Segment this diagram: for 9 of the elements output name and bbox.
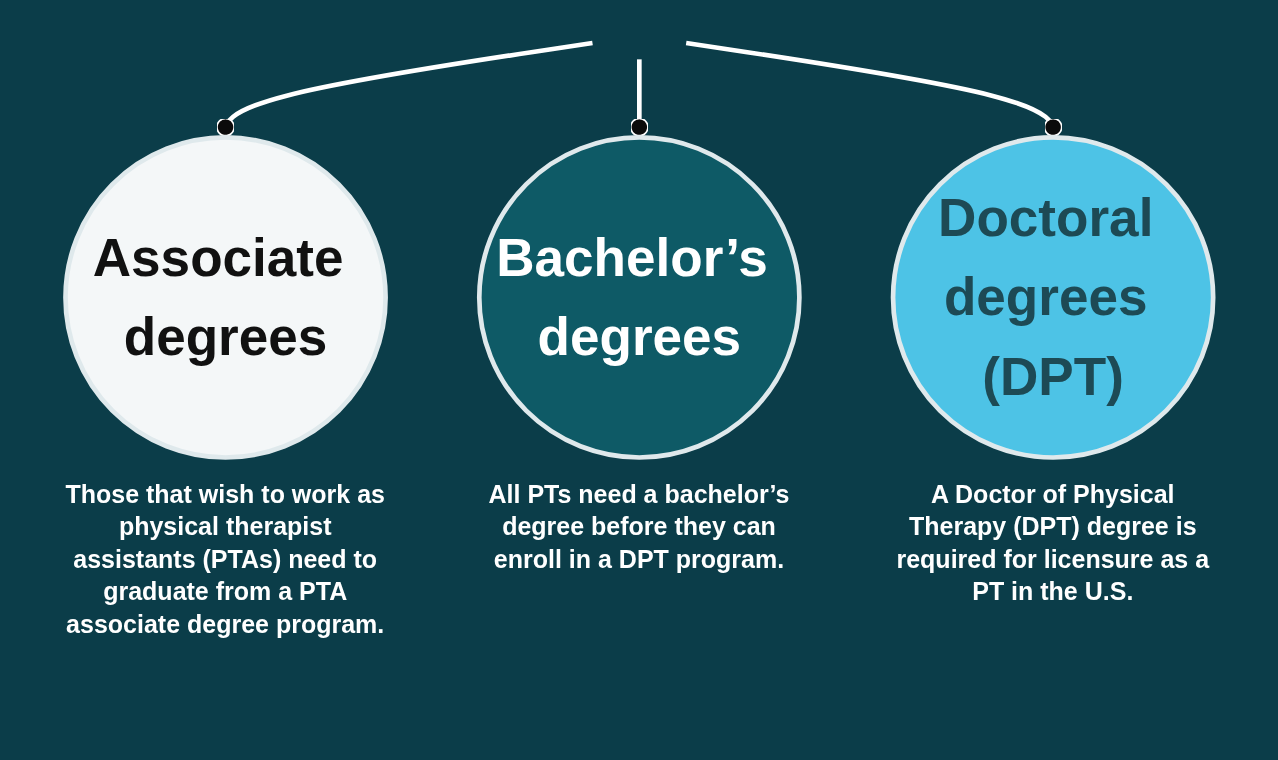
node-circle: Bachelor’s degrees <box>476 135 802 460</box>
node-circle: Associate degrees <box>62 135 388 460</box>
description-text: All PTs need a bachelor’s degree before they can enroll in a DPT program. <box>487 478 791 575</box>
description-text: A Doctor of Physical Therapy (DPT) degree is required for licensure as a PT in the U.S. <box>895 478 1211 607</box>
node-circle: Doctoral degrees (DPT) <box>890 135 1216 460</box>
connector <box>629 59 649 138</box>
connector <box>685 40 1063 138</box>
description-text: Those that wish to work as physical therapist assistants (PTAs) need to graduate from a PTA associate degree program. <box>64 478 386 640</box>
connector <box>215 40 593 138</box>
